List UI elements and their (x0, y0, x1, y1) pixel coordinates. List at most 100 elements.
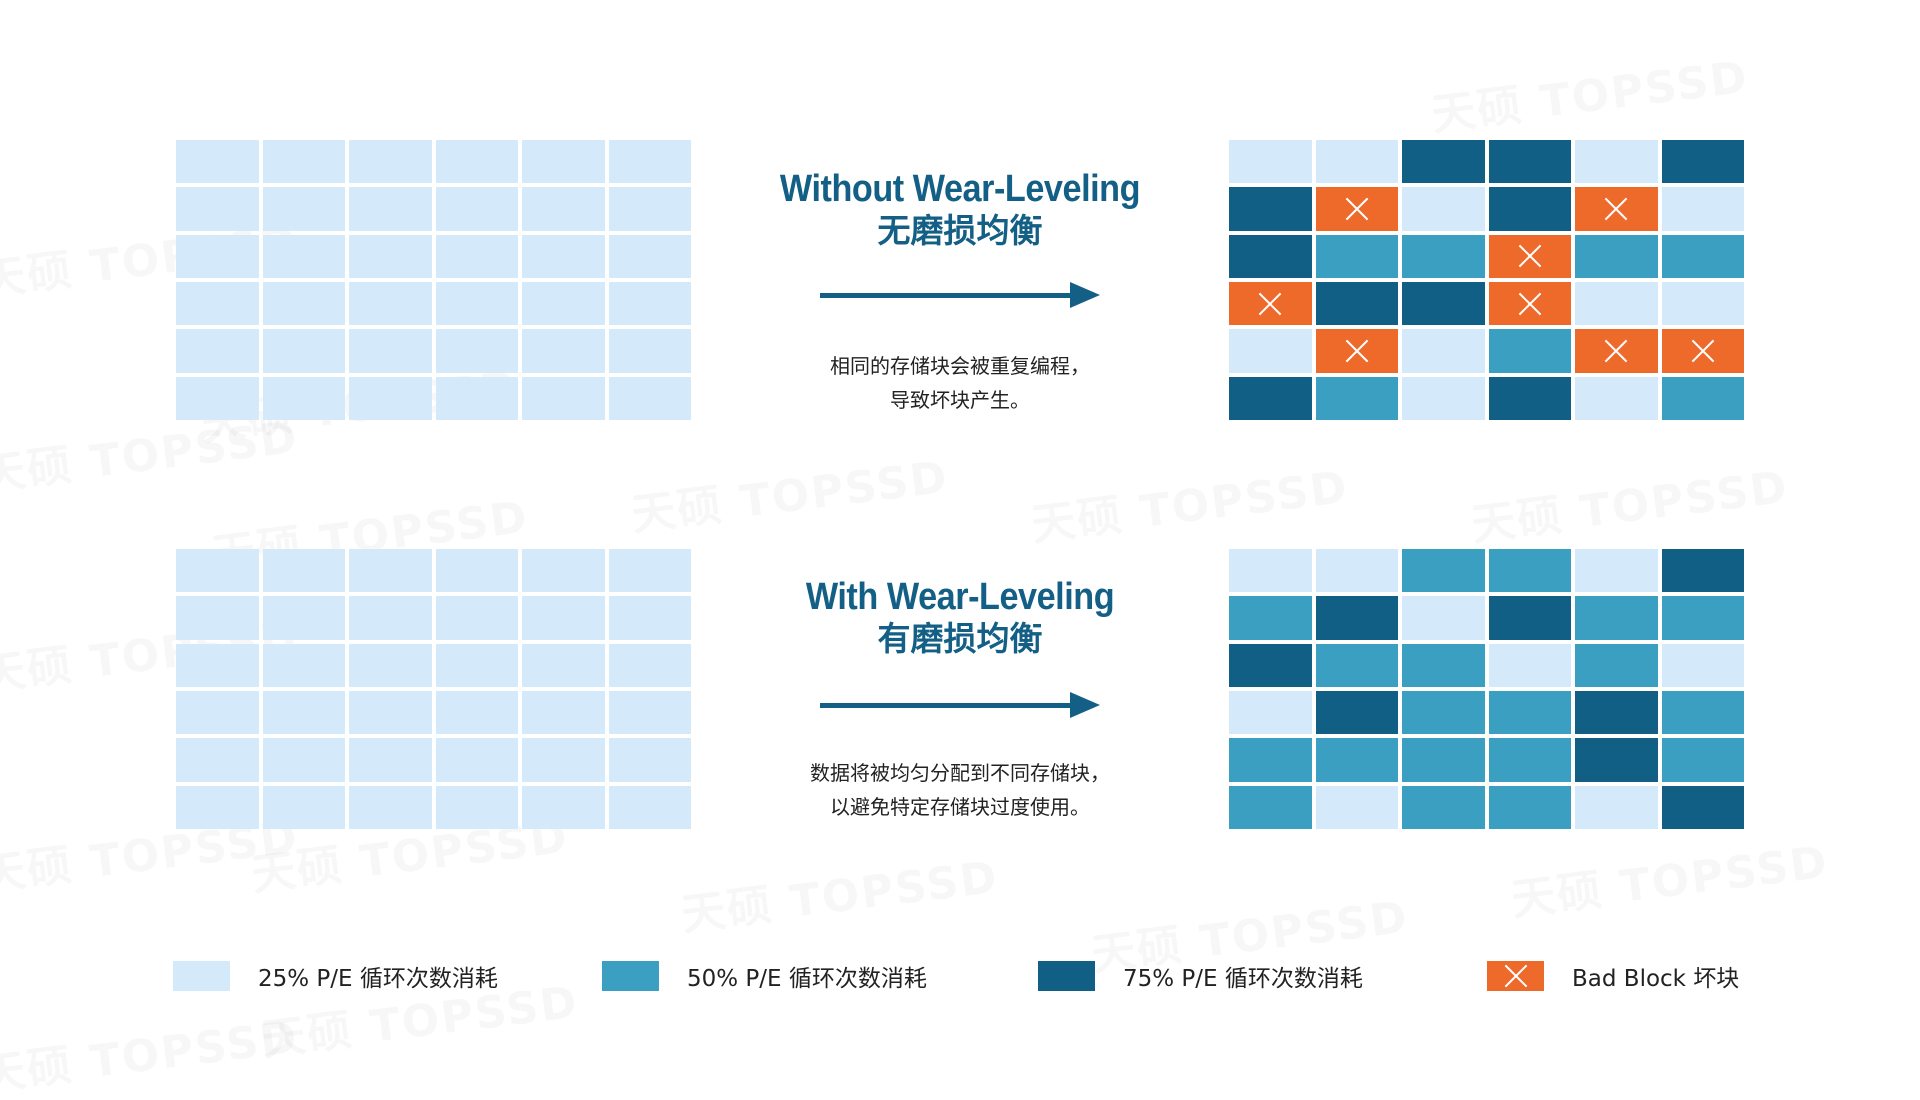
block-cell-25 (1402, 329, 1485, 373)
block-cell-25 (262, 281, 345, 326)
bad-block-cell (1229, 281, 1312, 326)
block-cell-25 (522, 738, 605, 782)
block-cell-25 (1229, 329, 1312, 373)
watermark: 天硕 TOPSSD (1468, 461, 1792, 552)
watermark: 天硕 TOPSSD (1508, 836, 1832, 927)
block-cell-75 (1661, 549, 1744, 593)
block-cell-25 (435, 140, 518, 184)
block-cell-25 (522, 329, 605, 373)
block-cell-50 (1488, 738, 1571, 782)
block-cell-25 (176, 234, 259, 278)
legend-item-25: 25% P/E 循环次数消耗 (173, 960, 498, 992)
block-cell-75 (1661, 140, 1744, 184)
block-cell-25 (176, 140, 259, 184)
bad-block-cell (1488, 234, 1571, 278)
block-cell-50 (1661, 234, 1744, 278)
title-without-zh: 无磨损均衡 (877, 210, 1043, 250)
block-cell-75 (1229, 643, 1312, 687)
bad-block-cell (1575, 329, 1658, 373)
block-cell-25 (1229, 549, 1312, 593)
block-cell-25 (176, 596, 259, 640)
x-mark-icon (1344, 338, 1370, 364)
block-cell-50 (1488, 329, 1571, 373)
desc-without-line1: 相同的存储块会被重复编程， (830, 354, 1090, 378)
block-cell-75 (1229, 376, 1312, 420)
block-cell-25 (608, 140, 691, 184)
block-cell-25 (522, 281, 605, 326)
block-cell-25 (435, 329, 518, 373)
watermark: 天硕 TOPSSD (1428, 51, 1752, 142)
block-cell-50 (1402, 690, 1485, 735)
block-cell-25 (349, 785, 432, 829)
block-cell-25 (262, 596, 345, 640)
legend-swatch-25 (173, 961, 230, 991)
block-cell-25 (176, 187, 259, 231)
block-cell-50 (1488, 785, 1571, 829)
block-cell-25 (349, 549, 432, 593)
x-mark-icon (1603, 196, 1629, 222)
block-cell-50 (1315, 376, 1398, 420)
x-mark-icon (1517, 291, 1543, 317)
legend-label-25: 25% P/E 循环次数消耗 (258, 966, 498, 992)
block-cell-50 (1315, 738, 1398, 782)
block-cell-25 (435, 690, 518, 735)
desc-with-line1: 数据将被均匀分配到不同存储块， (810, 761, 1110, 785)
block-cell-75 (1488, 596, 1571, 640)
block-cell-75 (1315, 281, 1398, 326)
block-cell-50 (1661, 376, 1744, 420)
block-cell-25 (435, 643, 518, 687)
block-cell-25 (435, 785, 518, 829)
block-cell-25 (608, 785, 691, 829)
x-mark-icon (1257, 291, 1283, 317)
legend-swatch-75 (1038, 961, 1095, 991)
block-cell-25 (262, 234, 345, 278)
block-cell-25 (435, 376, 518, 420)
block-cell-50 (1575, 596, 1658, 640)
block-cell-50 (1661, 690, 1744, 735)
block-cell-25 (262, 376, 345, 420)
block-cell-50 (1315, 234, 1398, 278)
bad-block-cell (1575, 187, 1658, 231)
block-cell-25 (522, 140, 605, 184)
legend-item-50: 50% P/E 循环次数消耗 (602, 960, 927, 992)
legend-swatch-bad (1487, 961, 1544, 991)
grid-without-before (176, 140, 691, 420)
block-cell-25 (608, 596, 691, 640)
block-cell-50 (1661, 738, 1744, 782)
block-cell-50 (1575, 643, 1658, 687)
grid-with-after (1229, 549, 1744, 829)
block-cell-25 (608, 376, 691, 420)
block-cell-25 (262, 549, 345, 593)
block-cell-25 (435, 738, 518, 782)
block-cell-25 (1402, 596, 1485, 640)
block-cell-25 (1315, 785, 1398, 829)
block-cell-50 (1402, 234, 1485, 278)
block-cell-25 (176, 376, 259, 420)
block-cell-50 (1402, 643, 1485, 687)
legend-item-bad: Bad Block 坏块 (1487, 960, 1739, 992)
block-cell-50 (1315, 643, 1398, 687)
block-cell-50 (1402, 738, 1485, 782)
block-cell-25 (522, 549, 605, 593)
block-cell-50 (1661, 596, 1744, 640)
block-cell-25 (1229, 690, 1312, 735)
block-cell-75 (1575, 738, 1658, 782)
x-mark-icon (1603, 338, 1629, 364)
x-mark-icon (1517, 243, 1543, 269)
legend-label-bad: Bad Block 坏块 (1572, 966, 1740, 992)
block-cell-25 (1402, 376, 1485, 420)
block-cell-50 (1229, 596, 1312, 640)
desc-with: 数据将被均匀分配到不同存储块， 以避免特定存储块过度使用。 (750, 756, 1170, 824)
watermark: 天硕 TOPSSD (678, 851, 1002, 942)
block-cell-50 (1229, 785, 1312, 829)
block-cell-25 (435, 549, 518, 593)
block-cell-25 (608, 329, 691, 373)
watermark: 天硕 TOPSSD (1028, 461, 1352, 552)
block-cell-75 (1402, 140, 1485, 184)
grid-without-after (1229, 140, 1744, 420)
block-cell-25 (608, 187, 691, 231)
section-title-without: Without Wear-Leveling 无磨损均衡 (750, 168, 1170, 250)
desc-with-line2: 以避免特定存储块过度使用。 (830, 795, 1090, 819)
legend-swatch-50 (602, 961, 659, 991)
block-cell-25 (608, 281, 691, 326)
